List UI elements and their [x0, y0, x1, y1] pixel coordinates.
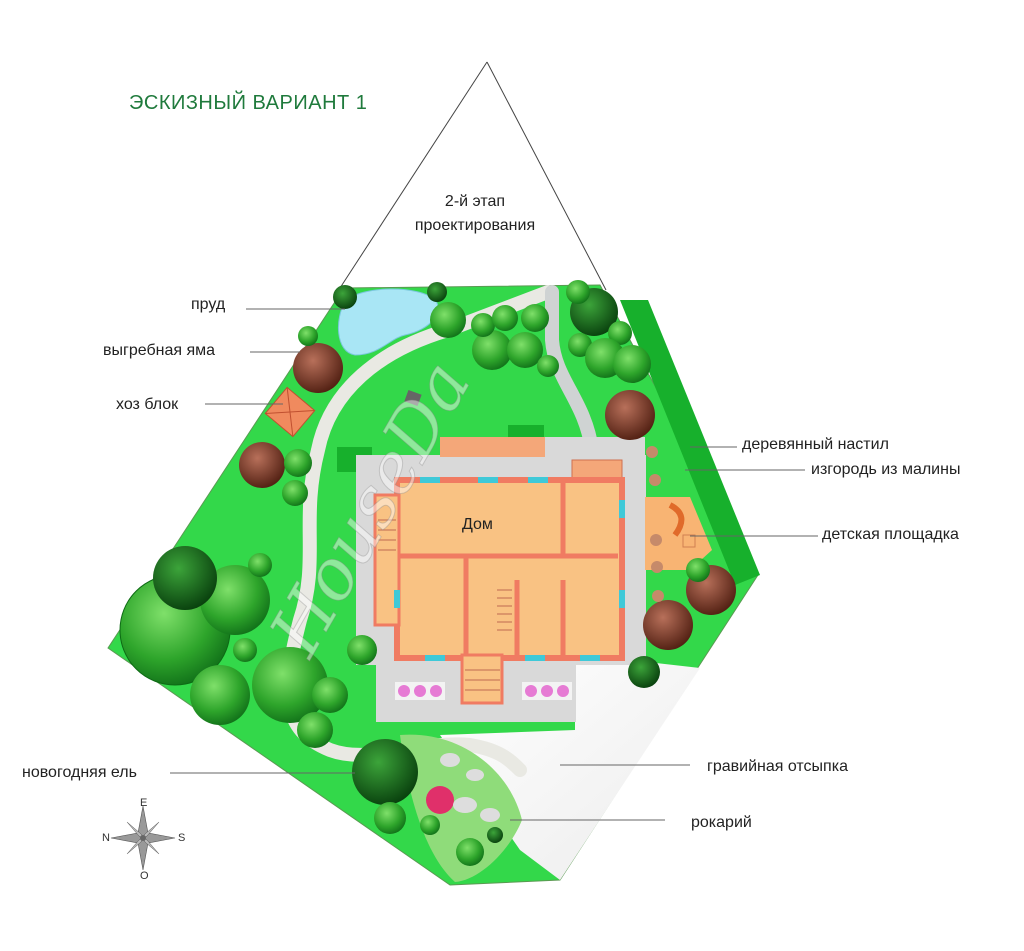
label-wooden-deck: деревянный настил — [742, 436, 889, 453]
stage-triangle — [339, 61, 607, 291]
label-raspberry-hedge: изгородь из малины — [811, 461, 961, 478]
raspberry-shrubs — [646, 446, 664, 602]
stage-line-2: проектирования — [414, 217, 536, 234]
label-rockery: рокарий — [691, 814, 752, 831]
pond — [337, 288, 439, 356]
hedge-strip-mid — [508, 425, 544, 440]
label-utility-block: хоз блок — [116, 396, 179, 413]
playground — [645, 497, 712, 570]
utility-block — [264, 386, 316, 438]
side-path — [545, 285, 599, 457]
compass-rose-icon — [110, 805, 176, 871]
raspberry-hedge-strip — [620, 300, 760, 585]
house — [373, 477, 625, 705]
label-playground: детская площадка — [822, 526, 959, 543]
label-gravel-fill: гравийная отсыпка — [707, 758, 848, 775]
label-pond: пруд — [191, 296, 226, 313]
trees — [119, 280, 736, 834]
compass-south: S — [178, 832, 186, 844]
stage-caption: 2-й этап проектирования — [370, 190, 580, 238]
compass-east: E — [140, 797, 148, 809]
stage-line-1: 2-й этап — [444, 193, 506, 210]
flower-boxes — [395, 682, 572, 700]
compass-north: N — [102, 832, 110, 844]
label-cesspool: выгребная яма — [103, 342, 216, 359]
plan-title: ЭСКИЗНЫЙ ВАРИАНТ 1 — [129, 92, 368, 114]
wooden-deck — [440, 437, 545, 457]
callout-lines — [170, 308, 818, 821]
garden-bench — [404, 389, 422, 407]
label-new-year-tree: новогодняя ель — [22, 764, 137, 781]
house-label: Дом — [462, 516, 493, 533]
rockery — [400, 734, 522, 882]
compass-west: O — [140, 870, 149, 882]
